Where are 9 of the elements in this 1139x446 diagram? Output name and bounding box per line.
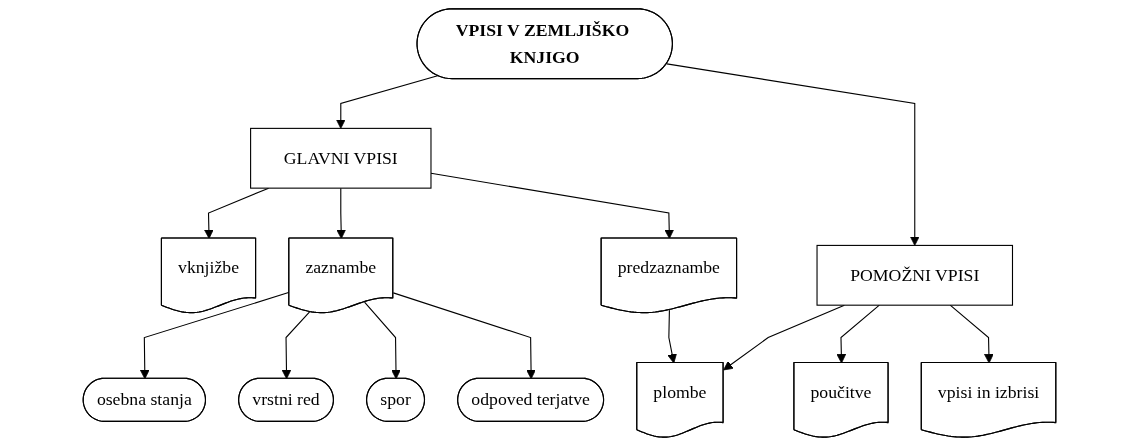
arrow — [281, 311, 311, 380]
arrow — [723, 304, 845, 371]
arrow — [392, 292, 536, 380]
arrow — [335, 75, 439, 129]
node-box: POMOŽNI VPISI — [816, 244, 1014, 306]
node-box: GLAVNI VPISI — [250, 127, 432, 189]
arrow — [666, 63, 920, 246]
arrow — [363, 301, 401, 380]
arrow — [139, 291, 290, 380]
